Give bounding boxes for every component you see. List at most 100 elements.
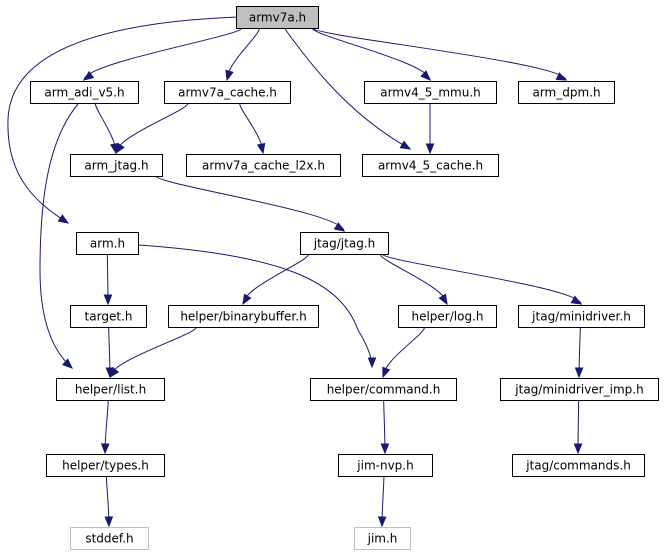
node-box <box>500 378 659 401</box>
node-label: armv4_5_cache.h <box>378 159 483 173</box>
edge-arm-to-target <box>103 253 113 306</box>
node-command[interactable]: helper/command.h <box>310 378 457 401</box>
node-armv7a-l2x[interactable]: armv7a_cache_l2x.h <box>186 154 341 177</box>
node-box <box>300 232 389 255</box>
edge-jtag-to-log <box>379 253 448 306</box>
node-box <box>46 454 165 477</box>
arrowhead <box>256 142 266 155</box>
node-arm-adi-v5[interactable]: arm_adi_v5.h <box>30 81 139 104</box>
arrowhead <box>425 143 435 155</box>
edge-line <box>381 253 582 305</box>
node-minidriver-imp[interactable]: jtag/minidriver_imp.h <box>500 378 659 401</box>
node-box <box>30 81 139 104</box>
edge-line <box>155 175 345 232</box>
node-box <box>186 154 341 177</box>
node-jim: jim.h <box>354 527 411 550</box>
edge-armv4_5_mmu-to-armv4_5_cache <box>425 103 435 155</box>
edge-minidriver_imp-to-commands <box>573 399 583 455</box>
node-arm-jtag[interactable]: arm_jtag.h <box>70 154 163 177</box>
edge-arm_adi_v5-to-arm_jtag <box>94 102 119 155</box>
node-label: stddef.h <box>85 532 133 546</box>
node-box <box>76 232 139 255</box>
edge-line <box>311 27 567 81</box>
node-label: helper/binarybuffer.h <box>180 310 306 324</box>
node-binbuf[interactable]: helper/binarybuffer.h <box>168 305 319 328</box>
node-label: jtag/jtag.h <box>313 237 375 251</box>
edge-armv7a-to-arm_adi_v5 <box>82 27 243 81</box>
arrowhead <box>380 443 390 455</box>
node-armv7a[interactable]: armv7a.h <box>236 6 319 29</box>
node-arm-dpm[interactable]: arm_dpm.h <box>518 81 615 104</box>
node-box <box>70 527 149 550</box>
edge-command-to-jimnvp <box>380 399 390 455</box>
edges-layer <box>7 16 584 528</box>
node-jtag[interactable]: jtag/jtag.h <box>300 232 389 255</box>
node-label: target.h <box>85 310 133 324</box>
edge-armv7a-to-armv4_5_mmu <box>311 27 431 81</box>
edge-arm_jtag-to-jtag <box>155 175 346 232</box>
nodes-layer: armv7a.h arm_adi_v5.h armv7a_cache.h armv4_… <box>30 6 659 550</box>
edge-armv7a-to-arm <box>7 16 239 224</box>
edge-armv7a-to-armv7a_cache <box>225 27 260 82</box>
edge-line <box>138 244 373 368</box>
arrowhead <box>109 366 120 379</box>
node-label: arm.h <box>90 237 125 251</box>
arrowhead <box>377 516 387 528</box>
node-box <box>398 305 497 328</box>
edge-line <box>83 27 243 81</box>
node-list[interactable]: helper/list.h <box>56 378 165 401</box>
arrowhead <box>104 516 114 528</box>
node-label: armv7a_cache.h <box>178 86 277 100</box>
arrowhead <box>333 222 346 232</box>
edge-line <box>379 253 448 305</box>
node-stddef: stddef.h <box>70 527 149 550</box>
edge-armv7a_cache-to-arm_jtag <box>115 102 189 155</box>
node-box <box>310 378 457 401</box>
node-label: arm_adi_v5.h <box>44 86 124 100</box>
edge-line <box>242 253 310 305</box>
node-label: jim-nvp.h <box>356 459 413 473</box>
node-types[interactable]: helper/types.h <box>46 454 165 477</box>
node-armv7a-cache[interactable]: armv7a_cache.h <box>164 81 291 104</box>
node-box <box>168 305 319 328</box>
edge-arm-to-command <box>138 244 377 369</box>
arrowhead <box>82 70 95 81</box>
node-box <box>362 154 499 177</box>
node-target[interactable]: target.h <box>70 305 147 328</box>
edge-list-to-types <box>100 399 110 455</box>
edge-types-to-stddef <box>104 475 114 528</box>
arrowhead <box>103 294 113 306</box>
node-armv4-5-cache[interactable]: armv4_5_cache.h <box>362 154 499 177</box>
arrowhead <box>242 293 252 306</box>
arrowhead <box>555 72 568 81</box>
node-armv4-5-mmu[interactable]: armv4_5_mmu.h <box>364 81 497 104</box>
node-label: arm_dpm.h <box>532 86 600 100</box>
arrowhead <box>62 358 74 369</box>
edge-binbuf-to-list <box>109 326 197 379</box>
node-arm[interactable]: arm.h <box>76 232 139 255</box>
node-label: jtag/commands.h <box>525 459 631 473</box>
arrowhead <box>115 142 125 155</box>
node-label: armv7a.h <box>249 11 306 25</box>
node-label: jtag/minidriver_imp.h <box>514 383 643 397</box>
node-log[interactable]: helper/log.h <box>398 305 497 328</box>
node-box <box>70 154 163 177</box>
node-box <box>236 6 319 29</box>
edge-line <box>39 103 79 369</box>
arrowhead <box>573 443 583 455</box>
node-commands[interactable]: jtag/commands.h <box>512 454 645 477</box>
node-label: arm_jtag.h <box>84 159 148 173</box>
arrowhead <box>438 293 448 306</box>
node-label: helper/log.h <box>411 310 483 324</box>
edge-jtag-to-minidriver <box>381 253 583 305</box>
arrowhead <box>225 69 234 82</box>
edge-line <box>284 28 411 150</box>
node-minidriver[interactable]: jtag/minidriver.h <box>518 305 645 328</box>
node-label: jtag/minidriver.h <box>531 310 631 324</box>
node-label: helper/command.h <box>327 383 441 397</box>
arrowhead <box>57 214 70 224</box>
arrowhead <box>100 443 110 455</box>
edge-line <box>109 326 197 378</box>
node-jimnvp[interactable]: jim-nvp.h <box>338 454 433 477</box>
